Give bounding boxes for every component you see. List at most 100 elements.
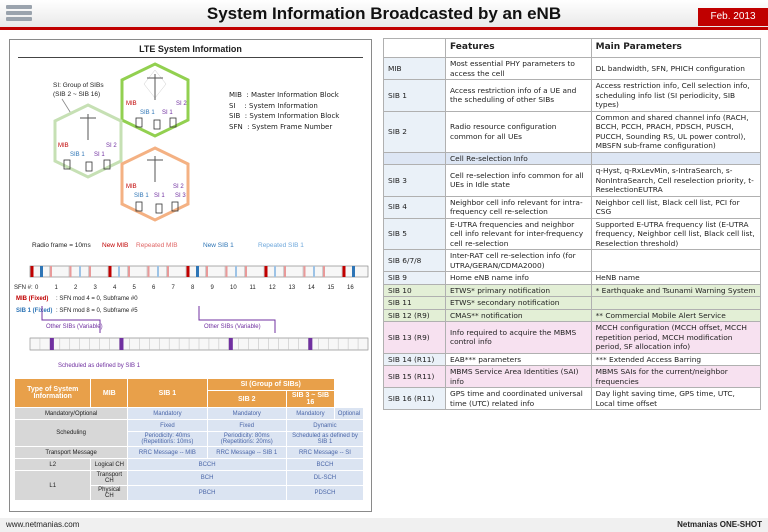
glossary-item: SI : System Information [229,101,318,110]
table-row: L2 Logical CH BCCH BCCH [13,458,365,471]
si-window-mark [228,338,233,350]
phone-icon [171,201,179,212]
sfn-label: SFN #: [14,285,33,291]
phone-icon [103,159,111,170]
cell-bottom-si3: SI 3 [175,193,186,199]
radio-frame-label: Radio frame = 10ms [32,242,91,249]
feature-cell: Most essential PHY parameters to access … [445,57,592,80]
glossary-item: SFN : System Frame Number [229,122,333,131]
footer: www.netmanias.com Netmanias ONE-SHOT [0,518,768,532]
sib-cell: SIB 10 [383,283,446,297]
feature-cell: E-UTRA frequencies and neighbor cell inf… [445,217,592,250]
cell-left-mib: MIB [58,143,69,149]
new-mib-mark [108,266,112,277]
si-window-mark [308,338,313,350]
repeated-sib1-mark [118,266,120,277]
feature-cell: ETWS* secondary notification [445,296,592,310]
scheduled-label: Scheduled as defined by SIB 1 [58,363,141,369]
sib-cell: SIB 3 [383,164,446,197]
sfn-number: 10 [230,285,237,291]
phone-icon [135,201,143,212]
sfn-number: 3 [94,285,98,291]
repeated-mib-mark [206,266,208,277]
other-sibs-label-2: Other SIBs (Variable) [204,324,261,330]
sib-cell: SIB 14 (R11) [383,352,446,366]
repeated-mib-label: Repeated MIB [136,242,178,249]
feature-cell: EAB*** parameters [445,352,592,366]
col-sib1: SIB 1 [127,378,208,408]
cell-top-si1: SI 1 [162,110,173,116]
params-cell: Access restriction info, Cell selection … [590,79,762,112]
new-sib1-mark [196,266,199,277]
sfn-number: 12 [269,285,276,291]
feature-cell: Cell re-selection info common for all UE… [445,164,592,197]
repeated-mib-mark [128,266,130,277]
new-mib-mark [30,266,34,277]
sib-cell: SIB 5 [383,217,446,250]
repeated-mib-mark [284,266,286,277]
sfn-number: 0 [35,285,39,291]
params-cell [590,249,762,272]
other-sibs-label-1: Other SIBs (Variable) [46,324,103,330]
sib-cell [383,151,446,165]
sfn-number: 4 [113,285,117,291]
repeated-sib1-mark [313,266,315,277]
table-row: Physical CH PBCH PDSCH [15,485,365,501]
phone-icon [153,119,161,130]
si-type-table: Type of System Information MIB SIB 1 SI … [13,378,365,501]
sib-cell: SIB 12 (R9) [383,308,446,322]
repeated-sib1-mark [79,266,81,277]
table-row: Mandatory/Optional Mandatory Mandatory M… [13,407,365,420]
si-note: SI: Group of SIBs [53,82,104,89]
params-cell: Common and shared channel info (RACH, BC… [590,110,762,153]
feature-cell: Cell Re-selection Info [445,151,592,165]
cell-top-si2: SI 2 [176,101,187,107]
repeated-mib-mark [303,266,306,277]
cell-bottom-si2: SI 2 [173,184,184,190]
params-cell: Supported E-UTRA frequency list (E-UTRA … [590,217,762,250]
sfn-number: 13 [289,285,296,291]
params-cell: Day light saving time, GPS time, UTC, Lo… [590,387,762,410]
feature-cell: Home eNB name info [445,271,592,285]
sib-cell: SIB 4 [383,195,446,219]
cell-left-si1: SI 1 [94,152,105,158]
glossary-item: SIB : System Information Block [229,112,340,120]
new-mib-mark [264,266,268,277]
cell-bottom-sib1: SIB 1 [134,193,149,199]
glossary-item: MIB : Master Information Block [229,91,339,99]
params-cell: q-Hyst, q-RxLevMin, s-IntraSearch, s-Non… [590,164,762,197]
sib-cell: SIB 13 (R9) [383,321,446,354]
feature-cell: Neighbor cell info relevant for intra-fr… [445,195,592,219]
phone-icon [155,203,163,214]
cell-top-sib1: SIB 1 [140,110,155,116]
sfn-number: 1 [55,285,59,291]
table-row: Transport Message RRC Message -- MIB RRC… [13,446,365,459]
new-sib1-label: New SIB 1 [203,242,234,249]
params-cell: MBMS SAIs for the current/neighbor frequ… [590,365,762,388]
new-sib1-mark [352,266,355,277]
feature-cell: Access restriction info of a UE and the … [445,79,592,112]
date-badge: Feb. 2013 [698,8,768,26]
repeated-sib1-mark [235,266,237,277]
sfn-number: 2 [74,285,78,291]
sib-cell: SIB 2 [383,110,446,153]
panel-title: LTE System Information [139,44,242,54]
si-window-mark [49,338,54,350]
footer-url: www.netmanias.com [6,520,80,529]
repeated-mib-mark [225,266,228,277]
repeated-mib-mark [167,266,169,277]
cell-bottom-mib: MIB [126,184,137,190]
feature-cell: MBMS Service Area Identities (SAI) info [445,365,592,388]
sfn-number: 14 [308,285,315,291]
new-mib-label: New MIB [102,242,128,249]
params-cell: HeNB name [590,271,762,285]
cell-left-si2: SI 2 [106,143,117,149]
feature-cell: Inter-RAT cell re-selection info (for UT… [445,249,592,272]
frame-bar-bottom [29,337,369,351]
footer-brand: Netmanias ONE-SHOT [677,520,762,529]
feature-cell: Radio resource configuration common for … [445,110,592,153]
repeated-sib1-label: Repeated SIB 1 [258,242,304,249]
